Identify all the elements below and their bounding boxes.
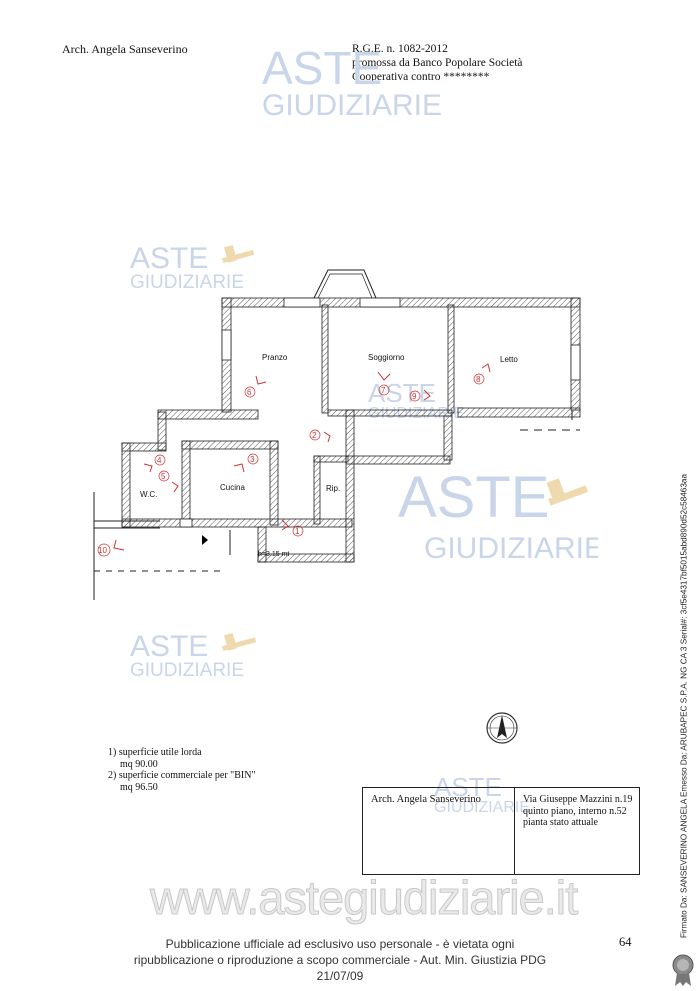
- watermark-line2: GIUDIZIARIE: [262, 89, 442, 122]
- photo-point-1: 1: [281, 519, 304, 537]
- windows: [179, 297, 581, 528]
- photo-point-6: 6: [244, 375, 267, 398]
- watermark-line2: GIUDIZIARIE: [424, 532, 598, 565]
- svg-text:8: 8: [476, 375, 481, 384]
- case-reference-line: R.G.E. n. 1082-2012: [352, 43, 448, 55]
- address-line: pianta stato attuale: [523, 817, 598, 828]
- aste-watermark: ASTE GIUDIZIARIE: [262, 42, 447, 127]
- notice-line: Pubblicazione ufficiale ad esclusivo uso…: [165, 937, 515, 951]
- svg-text:2: 2: [312, 431, 317, 440]
- photo-point-9: 9: [409, 389, 431, 402]
- title-block-author: Arch. Angela Sanseverino: [371, 794, 481, 805]
- title-block-address: Via Giuseppe Mazzini n.19 quinto piano, …: [523, 794, 638, 829]
- address-line: Via Giuseppe Mazzini n.19: [523, 794, 633, 805]
- watermark-line2: GIUDIZIARIE: [434, 799, 530, 816]
- address-line: quinto piano, interno n.52: [523, 805, 627, 817]
- photo-point-8: 8: [473, 363, 491, 385]
- photo-point-2: 2: [309, 429, 331, 443]
- gavel-icon: [546, 478, 589, 506]
- title-block: Arch. Angela Sanseverino Via Giuseppe Ma…: [362, 787, 640, 875]
- note-line: mq 90.00: [120, 758, 158, 770]
- signature-text: Firmato Da: SANSEVERINO ANGELA Emesso Da…: [679, 473, 689, 939]
- photo-point-7: 7: [377, 371, 391, 396]
- svg-text:6: 6: [247, 388, 252, 397]
- watermark-line1: ASTE: [130, 242, 208, 275]
- photo-points: 1 2 3 4 5 6 7 8 9 10: [97, 363, 491, 557]
- publication-notice: Pubblicazione ufficiale ad esclusivo uso…: [130, 936, 550, 984]
- north-arrow-icon: [486, 712, 518, 744]
- digital-signature: Firmato Da: SANSEVERINO ANGELA Emesso Da…: [677, 473, 691, 939]
- photo-point-3: 3: [233, 453, 259, 473]
- watermark-line1: ASTE: [398, 465, 550, 530]
- floor-plan: Pranzo Soggiorno Letto Cucina W.C. Rip. …: [93, 269, 581, 600]
- note-line: 2) superficie commerciale per "BIN": [108, 770, 256, 781]
- title-block-divider: [514, 788, 515, 874]
- surface-notes: 1) superficie utile lorda mq 90.00 2) su…: [108, 747, 256, 793]
- note-line: 1) superficie utile lorda: [108, 747, 202, 758]
- room-label: Soggiorno: [368, 353, 405, 362]
- case-reference: R.G.E. n. 1082-2012 promossa da Banco Po…: [352, 42, 582, 84]
- svg-text:5: 5: [161, 472, 166, 481]
- photo-point-4: 4: [143, 454, 166, 473]
- entrance-arrow-icon: [202, 535, 208, 545]
- page-number: 64: [619, 935, 632, 949]
- room-label: W.C.: [140, 490, 157, 499]
- gavel-icon: [222, 244, 255, 264]
- note-line: mq 96.50: [120, 781, 158, 793]
- notice-line: ripubblicazione o riproduzione a scopo c…: [133, 953, 547, 983]
- svg-text:10: 10: [98, 546, 107, 555]
- room-label: Cucina: [220, 483, 245, 492]
- room-label: Rip.: [326, 484, 340, 493]
- case-reference-line: promossa da Banco Popolare Società: [352, 57, 523, 69]
- photo-point-5: 5: [158, 470, 179, 493]
- svg-text:4: 4: [157, 456, 162, 465]
- svg-text:3: 3: [250, 455, 255, 464]
- seal-icon: [672, 954, 694, 986]
- gavel-icon: [222, 632, 257, 652]
- watermark-line1: ASTE: [262, 42, 382, 94]
- aste-watermark: ASTE GIUDIZIARIE: [398, 462, 604, 577]
- room-label: Letto: [500, 355, 518, 364]
- walls: [121, 297, 581, 563]
- svg-text:7: 7: [381, 386, 386, 395]
- watermark-line1: ASTE: [368, 378, 436, 408]
- site-watermark: www.astegiudiziarie.it: [149, 871, 578, 925]
- height-label: h=3.15 mt: [258, 551, 289, 558]
- photo-point-10: 10: [97, 539, 125, 557]
- watermark-line1: ASTE: [130, 630, 208, 663]
- room-label: Pranzo: [262, 353, 288, 362]
- case-reference-line: Cooperativa contro ********: [352, 71, 490, 83]
- aste-watermark: ASTE GIUDIZIARIE: [130, 628, 265, 688]
- svg-text:9: 9: [412, 392, 417, 401]
- watermark-line2: GIUDIZIARIE: [130, 660, 244, 681]
- header-author: Arch. Angela Sanseverino: [62, 42, 188, 56]
- watermark-line2: GIUDIZIARIE: [130, 272, 244, 293]
- svg-text:1: 1: [295, 527, 300, 536]
- aste-watermark: ASTE GIUDIZIARIE: [130, 240, 260, 300]
